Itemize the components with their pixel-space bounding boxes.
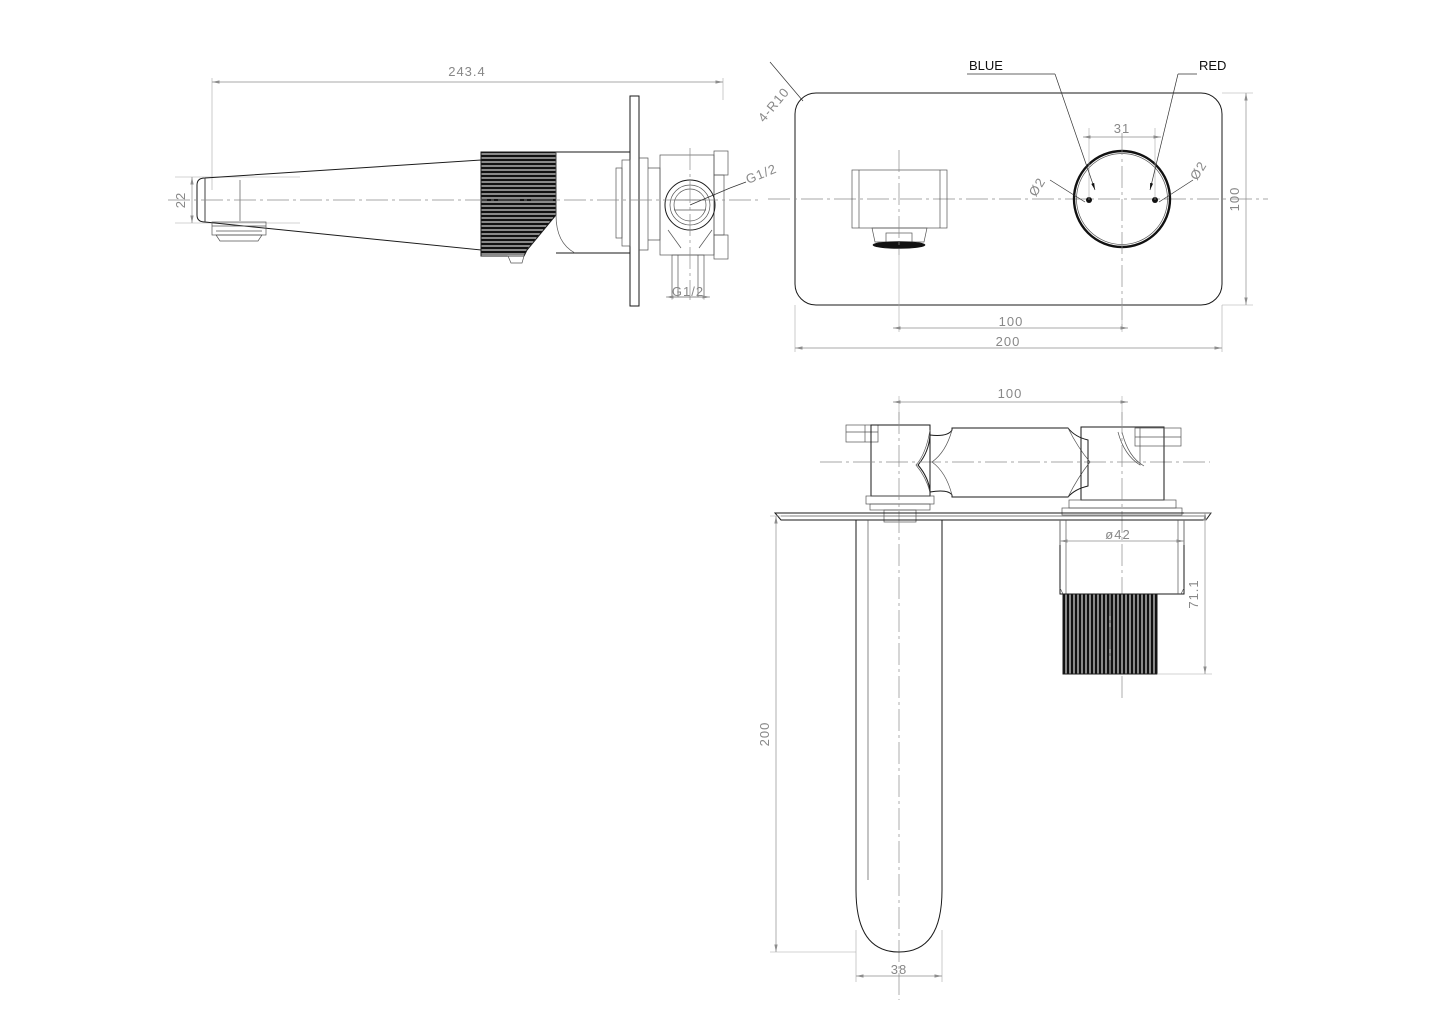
dim-31-text: 31 bbox=[1114, 121, 1130, 136]
dimension-valve-dia-42: ø42 bbox=[1059, 520, 1185, 545]
label-red: RED bbox=[1149, 58, 1226, 191]
dimension-spout-width-38: 38 bbox=[855, 930, 943, 982]
dim-bottom-100-text: 100 bbox=[998, 386, 1023, 401]
handle-bore-front bbox=[1072, 133, 1172, 330]
dim-dia42-text: ø42 bbox=[1105, 527, 1130, 542]
dim-plate-100-text: 100 bbox=[1227, 187, 1242, 212]
dim-g12-bottom-text: G1/2 bbox=[672, 284, 704, 299]
dim-243-4-text: 243.4 bbox=[448, 64, 486, 79]
dim-200-text: 200 bbox=[757, 722, 772, 747]
label-red-text: RED bbox=[1199, 58, 1226, 73]
dimension-overall-length: 243.4 bbox=[211, 64, 724, 190]
dim-71-1-text: 71.1 bbox=[1186, 579, 1201, 608]
spout-boss-front bbox=[851, 150, 948, 255]
label-blue-text: BLUE bbox=[969, 58, 1003, 73]
dimension-spout-drop-200: 200 bbox=[757, 515, 856, 953]
dimension-centres-100: 100 bbox=[893, 255, 1128, 332]
spout-body bbox=[196, 159, 482, 251]
dim-38-text: 38 bbox=[891, 962, 907, 977]
spout-aerator bbox=[211, 221, 267, 242]
label-blue: BLUE bbox=[967, 58, 1096, 191]
collar-nib bbox=[507, 255, 525, 264]
callout-g12-bottom: G1/2 bbox=[666, 284, 710, 300]
dimension-handle-bore-31: 31 bbox=[1083, 121, 1161, 200]
spout-boss-elevation bbox=[845, 412, 935, 1000]
dimension-plate-width-200: 200 bbox=[794, 305, 1223, 352]
dimension-plate-height-100: 100 bbox=[1222, 92, 1253, 306]
valve-handle-elevation bbox=[1061, 412, 1183, 700]
dim-centres-100-text: 100 bbox=[999, 314, 1024, 329]
dimension-bottom-centres-100: 100 bbox=[893, 386, 1128, 420]
wall-plate-side bbox=[615, 95, 640, 307]
view-bottom-elevation: 100 bbox=[757, 386, 1212, 1000]
spout-drop-elevation bbox=[855, 519, 943, 953]
dimension-valve-projection-71-1: 71.1 bbox=[1157, 512, 1212, 675]
dim-plate-200-text: 200 bbox=[996, 334, 1021, 349]
spout-neck-elevation bbox=[929, 427, 1091, 498]
knurled-collar-elevation bbox=[1062, 593, 1158, 675]
